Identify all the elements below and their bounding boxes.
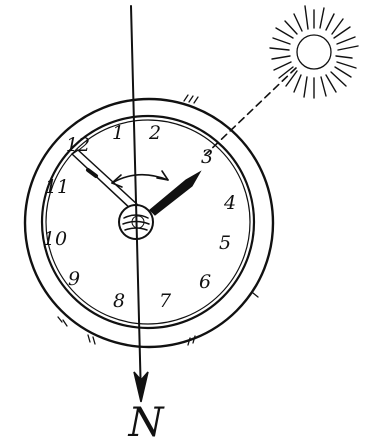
minute-hand xyxy=(72,150,139,211)
bisector-angle-arrow xyxy=(112,171,168,187)
north-label: N xyxy=(128,400,166,441)
numeral-3: 3 xyxy=(201,146,213,168)
numeral-11: 11 xyxy=(45,176,69,198)
numeral-10: 10 xyxy=(43,228,67,250)
numeral-2: 2 xyxy=(148,122,161,144)
arrow-down-icon xyxy=(131,6,148,402)
numeral-1: 1 xyxy=(112,122,124,144)
numeral-4: 4 xyxy=(223,192,236,214)
numeral-7: 7 xyxy=(159,290,172,312)
numeral-5: 5 xyxy=(219,232,231,254)
numeral-12: 12 xyxy=(66,134,90,156)
sun-icon xyxy=(270,6,358,98)
numeral-9: 9 xyxy=(68,268,80,290)
numeral-8: 8 xyxy=(113,290,125,312)
numeral-6: 6 xyxy=(199,271,211,293)
